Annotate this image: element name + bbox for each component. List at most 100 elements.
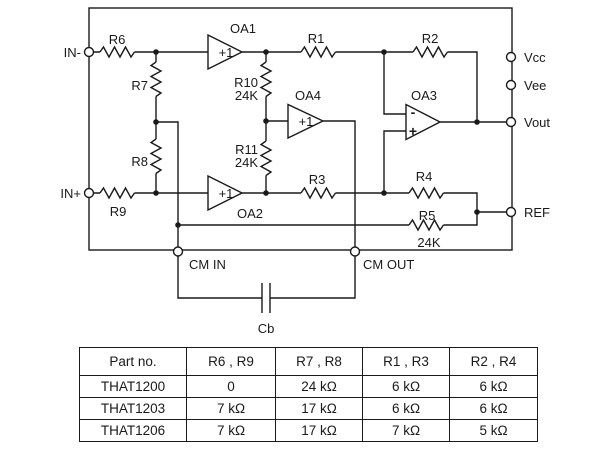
junction-dot [153,49,159,55]
ic-boundary [88,7,513,251]
oa1-gain-label: +1 [219,45,234,60]
resistor-r3-symbol [300,187,337,199]
wire-oa3-plus-input [383,130,406,193]
resistor-r7-symbol [150,61,162,98]
terminal-cm-in [172,246,184,257]
table-row: THAT1206 7 kΩ 17 kΩ 7 kΩ 5 kΩ [79,419,538,442]
label-cm-out: CM OUT [363,257,414,272]
label-oa1: OA1 [230,21,256,36]
wire-cb-left [177,256,262,299]
opamp-oa3-symbol [405,103,442,141]
label-r11-value: 24K [235,155,258,170]
junction-dot [153,119,159,125]
wire-oa3-minus-input [383,52,406,115]
label-r1: R1 [308,31,325,46]
cell-part-no: THAT1206 [79,419,187,442]
cell-value: 6 kΩ [362,397,450,420]
junction-dot [263,190,269,196]
cell-value: 5 kΩ [449,419,538,442]
junction-dot [381,190,387,196]
opamp-oa2-symbol [207,174,244,212]
labels: IN- IN+ R6 R7 R8 R9 OA1 OA2 OA4 OA3 R10 … [60,21,550,336]
terminal-vcc [505,51,517,63]
cell-value: 6 kΩ [362,375,450,398]
table-row: THAT1203 7 kΩ 17 kΩ 6 kΩ 6 kΩ [79,397,538,420]
terminals [83,46,517,257]
cell-value: 0 [186,375,276,398]
wire-r4-to-ref [443,192,507,213]
resistor-r11-symbol [260,140,272,177]
resistor-r1-symbol [300,46,337,58]
label-r10-value: 24K [235,88,258,103]
label-vcc: Vcc [524,50,546,65]
label-vout: Vout [524,115,550,130]
cell-value: 17 kΩ [275,419,363,442]
oa3-noninverting-input-sign: + [409,123,417,139]
cell-value: 6 kΩ [449,375,538,398]
terminal-cm-out [349,246,361,257]
label-r4: R4 [416,169,433,184]
circuit-schematic: +1 +1 +1 - + IN- IN+ R6 R7 R8 R9 [60,7,550,336]
terminal-in-minus [83,46,95,58]
label-r11: R11 [235,142,258,157]
junction-dots [153,49,480,228]
label-oa2: OA2 [237,206,263,221]
terminal-ref [505,206,517,218]
opamp-oa4-symbol [287,103,325,140]
junction-dot [474,209,480,215]
cell-value: 17 kΩ [275,397,363,420]
oa2-gain-label: +1 [219,186,234,201]
label-cm-in: CM IN [189,257,226,272]
label-r3: R3 [309,172,326,187]
cell-value: 24 kΩ [275,375,363,398]
parts-value-table: Part no. R6 , R9 R7 , R8 R1 , R3 R2 , R4… [79,347,538,442]
wire-r2-to-vout [447,51,478,122]
table-row: THAT1200 0 24 kΩ 6 kΩ 6 kΩ [79,375,538,398]
label-r8: R8 [131,154,148,169]
junction-dot [263,118,269,124]
cell-part-no: THAT1200 [79,375,187,398]
resistor-r2-symbol [412,46,449,58]
resistor-r10-symbol [260,61,272,98]
label-oa4: OA4 [295,88,321,103]
oa3-inverting-input-sign: - [411,104,416,120]
resistor-r9-symbol [99,187,136,199]
wire-r5-line [178,212,478,226]
cell-value: 7 kΩ [186,397,276,420]
header-part-no: Part no. [79,347,187,376]
wire-oa4-to-cmout [323,120,356,247]
label-r10: R10 [234,75,258,90]
resistor-r6-symbol [99,46,136,58]
label-r6: R6 [109,32,126,47]
junction-dot [381,49,387,55]
terminal-in-plus [83,187,95,199]
header-r2-r4: R2 , R4 [449,347,538,376]
header-r7-r8: R7 , R8 [275,347,363,376]
label-vee: Vee [524,78,546,93]
label-ref: REF [524,205,550,220]
opamps: +1 +1 +1 - + [207,33,442,212]
cell-part-no: THAT1203 [79,397,187,420]
capacitor-cb-symbol [261,283,271,313]
cell-value: 7 kΩ [362,419,450,442]
label-r7: R7 [131,78,148,93]
table-header-row: Part no. R6 , R9 R7 , R8 R1 , R3 R2 , R4 [79,347,538,376]
junction-dot [175,222,181,228]
label-r5-value: 24K [417,235,440,250]
oa4-gain-label: +1 [299,114,314,129]
resistors [99,46,449,231]
header-r1-r3: R1 , R3 [362,347,450,376]
opamp-oa1-symbol [207,33,244,71]
resistor-r4-symbol [408,187,445,199]
label-cb: Cb [258,321,275,336]
wire-cm-sense-to-cmin [156,121,179,247]
wire-cb-right [270,256,356,299]
terminal-vee [505,79,517,91]
label-in-plus: IN+ [60,186,81,201]
junction-dot [153,190,159,196]
header-r6-r9: R6 , R9 [186,347,276,376]
label-r9: R9 [110,204,127,219]
cell-value: 6 kΩ [449,397,538,420]
label-in-minus: IN- [64,45,81,60]
